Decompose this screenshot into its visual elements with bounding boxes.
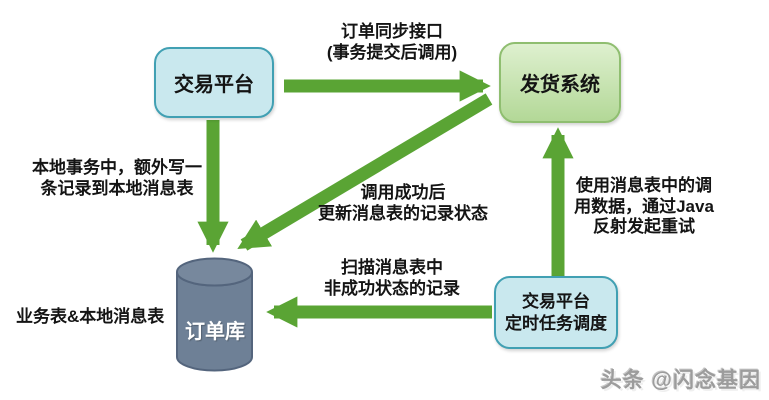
- node-trade-platform-label: 交易平台: [174, 74, 254, 96]
- label-local-transaction: 本地事务中，额外写一 条记录到本地消息表: [12, 158, 222, 199]
- node-shipping-system: 发货系统: [499, 42, 621, 123]
- order-db-cylinder: [176, 257, 253, 372]
- node-scheduler-label-line2: 定时任务调度: [505, 313, 607, 333]
- label-scan-messages-line1: 扫描消息表中: [341, 258, 443, 277]
- label-scan-messages-line2: 非成功状态的记录: [324, 278, 460, 298]
- label-local-transaction-line1: 本地事务中，额外写一: [32, 158, 202, 177]
- label-java-retry-line3: 反射发起重试: [593, 217, 695, 237]
- node-shipping-system-label: 发货系统: [520, 74, 600, 96]
- watermark: 头条 @闪念基因: [600, 369, 761, 392]
- order-db-label: 订单库: [185, 321, 245, 343]
- label-table-note: 业务表&本地消息表: [16, 307, 165, 326]
- arrow-shipping-to-orderdb: [237, 93, 493, 251]
- cylinder-top: [176, 257, 253, 287]
- node-scheduler: 交易平台 定时任务调度: [494, 276, 618, 349]
- label-java-retry-line2: 用数据，通过Java: [574, 196, 714, 216]
- label-update-status: 调用成功后 更新消息表的记录状态: [293, 183, 513, 224]
- node-trade-platform: 交易平台: [154, 47, 274, 118]
- label-order-sync-line1: 订单同步接口: [341, 22, 443, 41]
- label-local-transaction-line2: 条记录到本地消息表: [40, 178, 194, 198]
- node-scheduler-label: 交易平台 定时任务调度: [505, 291, 607, 334]
- label-java-retry-line1: 使用消息表中的调: [576, 176, 712, 195]
- label-update-status-line1: 调用成功后: [360, 183, 446, 202]
- label-order-sync-line2: (事务提交后调用): [326, 42, 458, 62]
- label-order-sync: 订单同步接口 (事务提交后调用): [270, 22, 514, 63]
- label-java-retry: 使用消息表中的调 用数据，通过Java 反射发起重试: [551, 176, 737, 238]
- label-scan-messages: 扫描消息表中 非成功状态的记录: [292, 258, 492, 299]
- label-update-status-line2: 更新消息表的记录状态: [318, 203, 488, 223]
- node-scheduler-label-line1: 交易平台: [522, 292, 590, 312]
